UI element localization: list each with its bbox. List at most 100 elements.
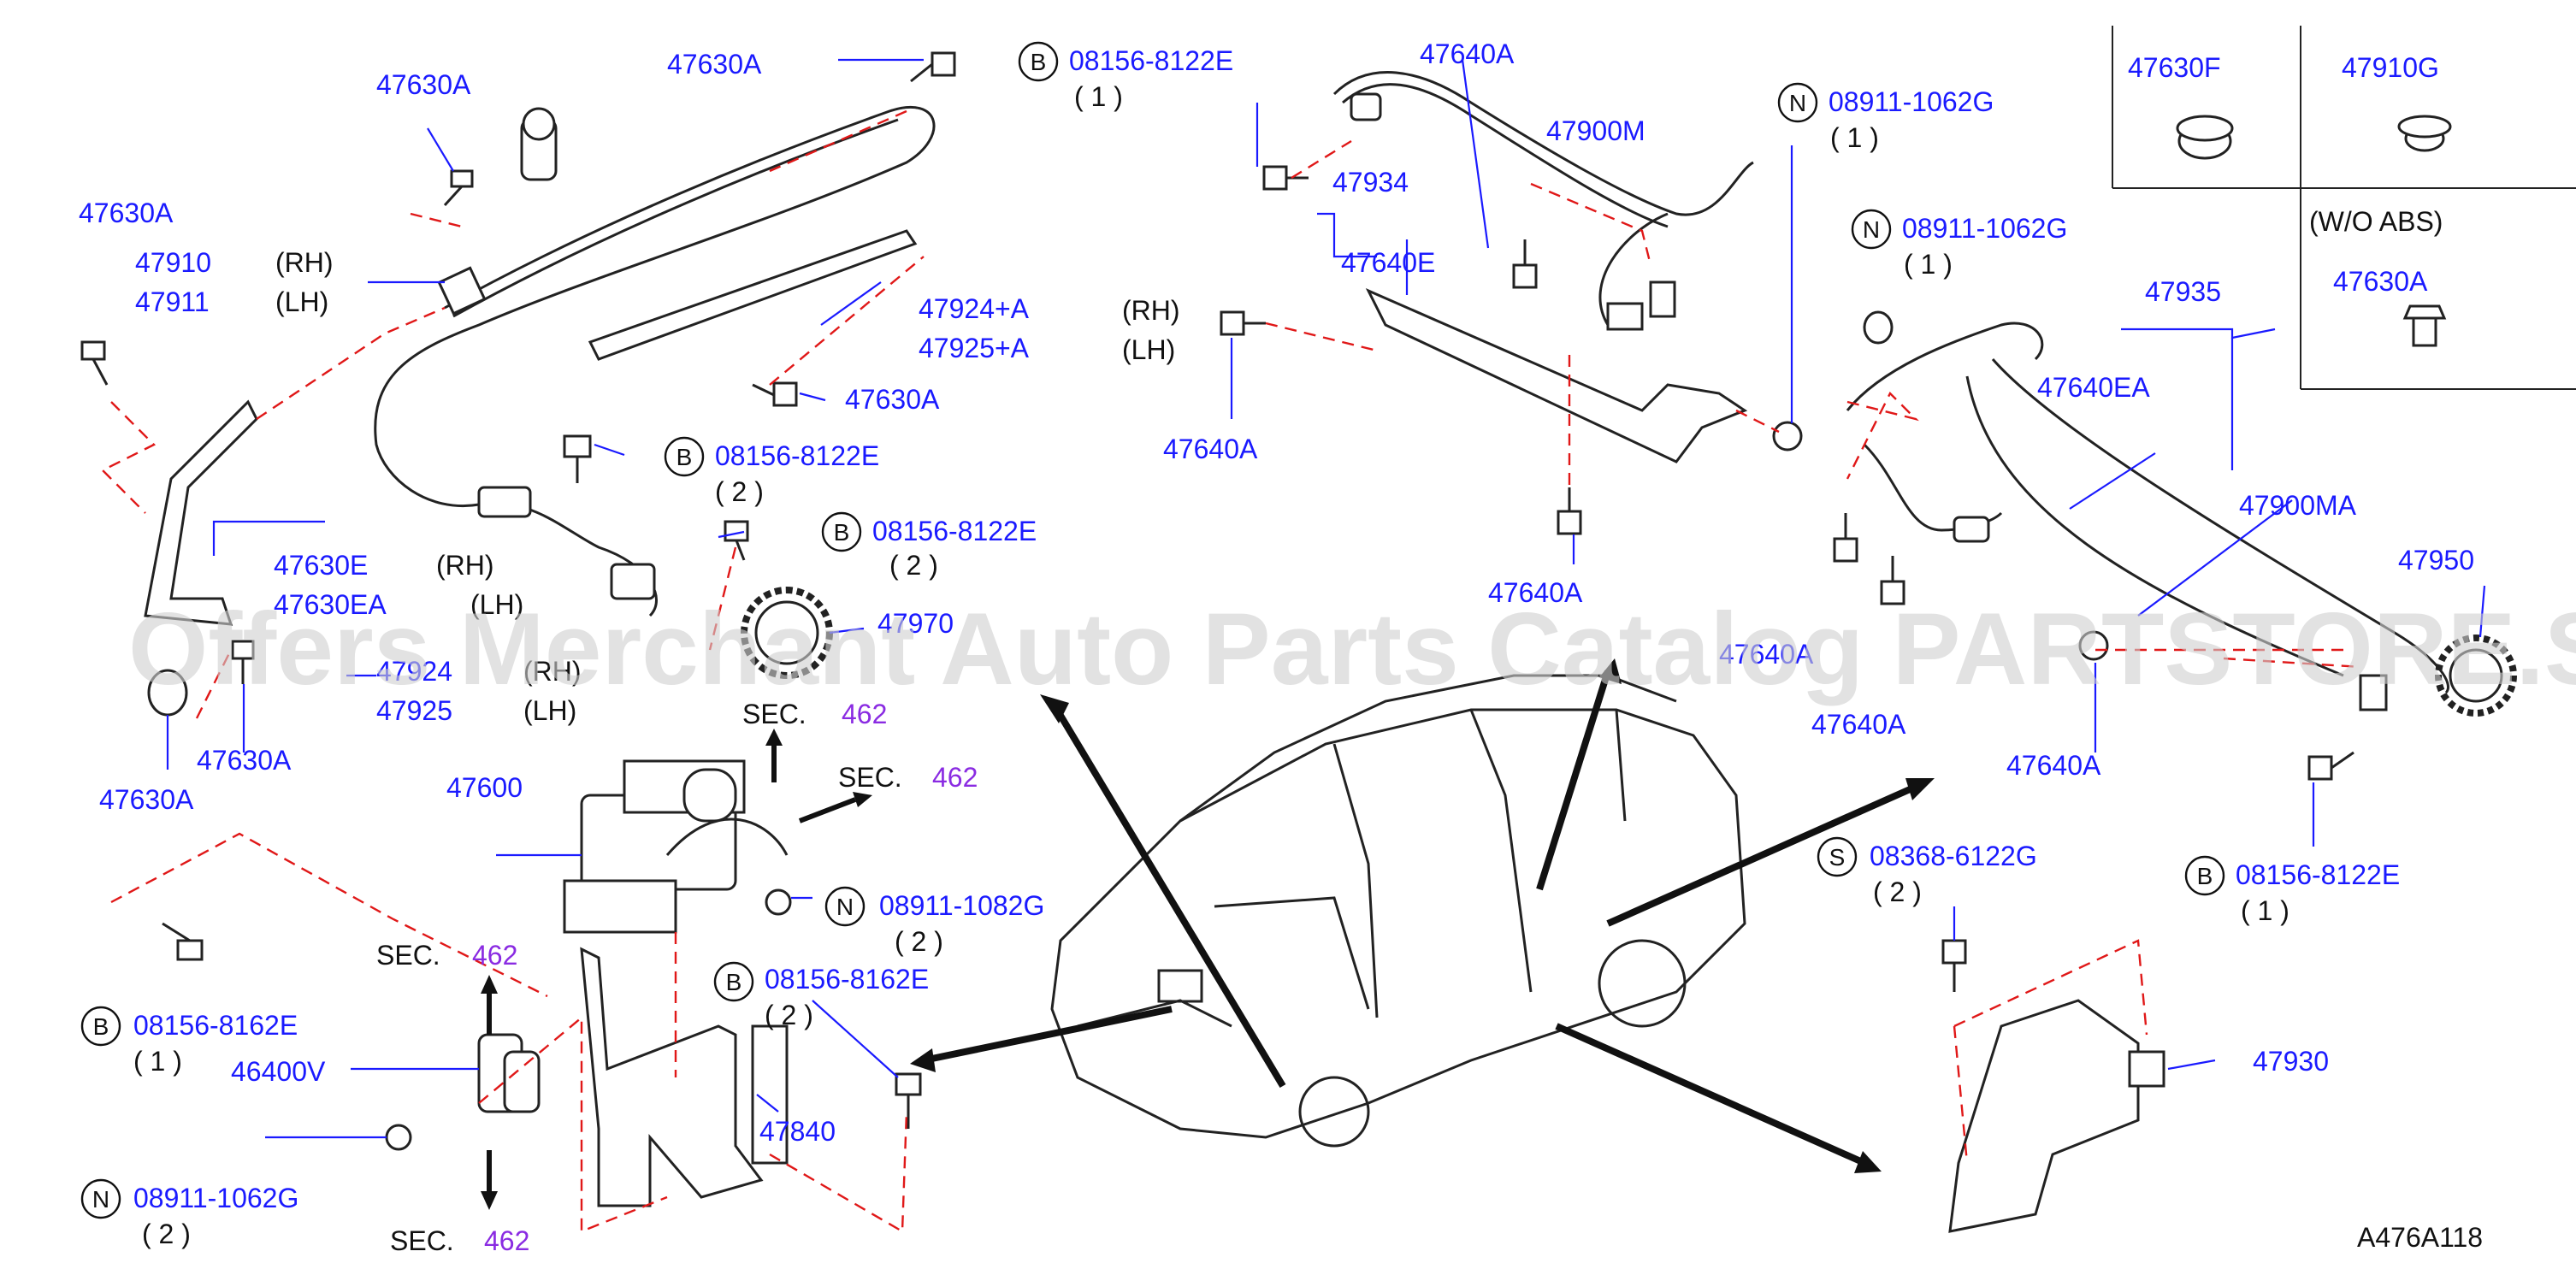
- svg-text:B: B: [1031, 49, 1047, 75]
- part-label: 08911-1062G: [133, 1183, 298, 1213]
- inset-box: [2112, 26, 2576, 390]
- abs-actuator-assembly: [110, 729, 922, 1234]
- front-sensor-assembly: [80, 51, 956, 770]
- part-label: 47911: [135, 286, 210, 317]
- quantity-label: ( 2 ): [889, 550, 938, 581]
- part-label: 47630F: [2128, 52, 2221, 83]
- part-label: 47630EA: [274, 589, 387, 620]
- part-label: 47640EA: [2037, 372, 2150, 403]
- part-label: 47640E: [1341, 247, 1435, 278]
- part-label: 47900M: [1546, 115, 1645, 146]
- part-label: 47640A: [1420, 38, 1515, 69]
- section-number: 462: [484, 1225, 529, 1256]
- section-number: 462: [932, 762, 978, 793]
- section-label: SEC.: [742, 699, 806, 729]
- quantity-label: ( 2 ): [142, 1219, 191, 1249]
- rear-sensor-center: [1220, 59, 1803, 564]
- figure-code: A476A118: [2357, 1222, 2483, 1253]
- part-label: 47630A: [667, 49, 762, 80]
- part-label: 46400V: [231, 1056, 326, 1087]
- bolt-icon: [910, 51, 956, 83]
- circle-n-icon: N: [824, 886, 866, 927]
- part-label: 47630A: [79, 198, 174, 228]
- part-label: 47924: [376, 656, 452, 687]
- svg-text:N: N: [1863, 216, 1880, 243]
- side-label: (LH): [470, 589, 523, 620]
- circle-b-icon: B: [821, 511, 862, 552]
- circle-b-icon: B: [713, 961, 754, 1002]
- bolt-icon: [80, 340, 109, 386]
- bolt-icon: [752, 381, 798, 407]
- part-label: 47640A: [1488, 577, 1583, 608]
- svg-text:S: S: [1829, 844, 1846, 871]
- circle-n-icon: N: [80, 1178, 121, 1219]
- part-label: 08156-8122E: [872, 516, 1037, 546]
- quantity-label: ( 1 ): [133, 1046, 182, 1077]
- part-label: 47924+A: [919, 293, 1030, 324]
- side-label: (RH): [275, 247, 334, 278]
- part-label: 08156-8122E: [715, 440, 879, 471]
- part-label: 47935: [2145, 276, 2221, 307]
- part-label: 08911-1082G: [879, 890, 1044, 921]
- quantity-label: ( 2 ): [715, 476, 764, 507]
- part-label: 08911-1062G: [1829, 86, 1994, 117]
- side-label: (LH): [523, 695, 576, 726]
- part-label: 47950: [2398, 545, 2474, 575]
- side-label: (RH): [523, 656, 582, 687]
- section-label: SEC.: [376, 940, 440, 971]
- part-label: 47640A: [2006, 750, 2101, 781]
- section-number: 462: [472, 940, 517, 971]
- part-label: 08156-8122E: [1069, 45, 1233, 76]
- part-label: 08368-6122G: [1870, 841, 2037, 871]
- part-label: 47600: [446, 772, 523, 803]
- quantity-label: ( 2 ): [765, 1000, 813, 1030]
- bolt-icon: [563, 434, 592, 483]
- circle-b-icon: B: [664, 436, 705, 477]
- svg-text:N: N: [92, 1186, 109, 1213]
- svg-text:B: B: [2197, 863, 2213, 889]
- watermark-text: Offers Merchant Auto Parts Catalog PARTS…: [128, 592, 2576, 706]
- circle-b-icon: B: [2184, 855, 2225, 896]
- part-label: 08911-1062G: [1902, 213, 2067, 244]
- quantity-label: ( 1 ): [2241, 895, 2289, 926]
- svg-text:B: B: [93, 1013, 109, 1040]
- part-label: 08156-8122E: [2236, 859, 2400, 890]
- part-label: 47925+A: [919, 333, 1030, 363]
- section-label: SEC.: [390, 1225, 454, 1256]
- part-label: 47640A: [1811, 709, 1906, 740]
- section-number: 462: [842, 699, 887, 729]
- part-label: 08156-8162E: [133, 1010, 298, 1041]
- section-label: SEC.: [838, 762, 902, 793]
- svg-text:B: B: [676, 444, 693, 470]
- circle-n-icon: N: [1851, 209, 1892, 250]
- quantity-label: ( 2 ): [895, 926, 943, 957]
- part-labels: 47630A 47630A 47630A 47910 (RH) 47911 (L…: [79, 38, 2483, 1256]
- part-label: 47630A: [376, 69, 471, 100]
- part-label: 47925: [376, 695, 452, 726]
- part-label: 08156-8162E: [765, 964, 929, 995]
- svg-text:N: N: [836, 894, 854, 920]
- part-label: 47900MA: [2239, 490, 2357, 521]
- callout-circles: B N N B B N B B N S B: [80, 41, 2225, 1219]
- side-label: (LH): [275, 286, 328, 317]
- side-label: (RH): [436, 550, 494, 581]
- quantity-label: ( 1 ): [1904, 249, 1953, 280]
- bolt-icon: [231, 640, 255, 684]
- part-label: 47630A: [197, 745, 292, 776]
- circle-s-icon: S: [1817, 836, 1858, 877]
- reference-arrows: [910, 658, 1935, 1173]
- quantity-label: ( 1 ): [1830, 122, 1879, 153]
- part-label: 47630A: [845, 384, 940, 415]
- part-label: 47630A: [2333, 266, 2428, 297]
- circle-b-icon: B: [1018, 41, 1059, 82]
- part-label: 47930: [2253, 1046, 2329, 1077]
- part-label: 47910: [135, 247, 211, 278]
- part-label: 47840: [759, 1116, 836, 1147]
- svg-text:N: N: [1789, 90, 1806, 116]
- rear-sensor-right: [1833, 310, 2517, 1233]
- circle-n-icon: N: [1777, 82, 1818, 123]
- circle-b-icon: B: [80, 1006, 121, 1047]
- part-label: 47630A: [99, 784, 194, 815]
